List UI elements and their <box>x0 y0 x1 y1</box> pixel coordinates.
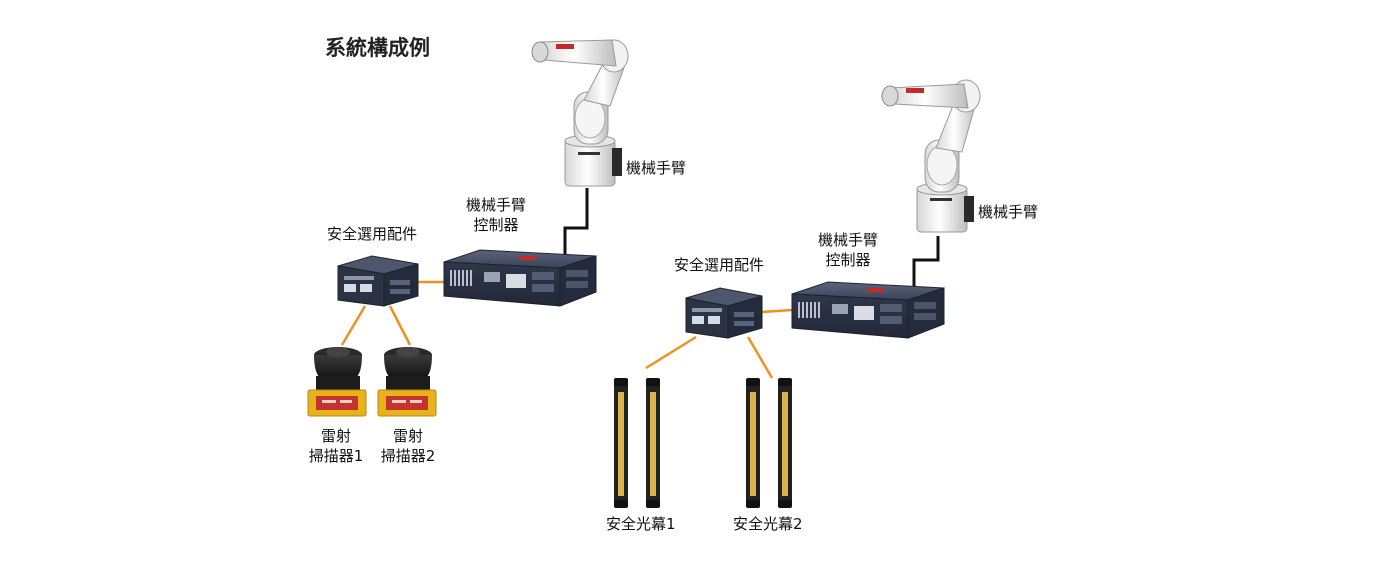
label-controller-1-line1: 機械手臂 <box>466 196 527 214</box>
connections <box>340 188 940 379</box>
cable-robot1-controller1 <box>563 188 589 258</box>
label-light-curtain-2: 安全光幕2 <box>733 515 803 533</box>
label-robot-arm-2: 機械手臂 <box>978 203 1039 221</box>
label-laser-scanner-2-line1: 雷射 <box>392 427 423 445</box>
label-controller-2-line1: 機械手臂 <box>818 231 879 249</box>
link-option1-scanner2 <box>388 305 412 346</box>
safety-option-2 <box>685 287 763 339</box>
robot-arm-1 <box>531 39 629 187</box>
label-laser-scanner-1: 雷射 掃描器1 <box>304 426 368 466</box>
light-curtain-2 <box>746 378 792 508</box>
label-laser-scanner-1-line2: 掃描器1 <box>308 447 364 465</box>
safety-option-1 <box>337 255 419 307</box>
link-option1-scanner1 <box>340 305 367 346</box>
cable-robot2-controller2 <box>912 236 940 288</box>
link-option2-curtain1 <box>645 335 697 370</box>
label-robot-arm-1: 機械手臂 <box>626 159 687 177</box>
laser-scanner-2 <box>377 347 437 417</box>
light-curtain-1 <box>614 378 660 508</box>
laser-scanner-1 <box>307 347 367 417</box>
controller-2 <box>791 281 945 339</box>
label-safety-option-2: 安全選用配件 <box>674 256 765 274</box>
diagram-title: 系統構成例 <box>325 36 430 60</box>
label-light-curtain-1: 安全光幕1 <box>606 515 676 533</box>
link-option2-controller2 <box>761 308 793 314</box>
label-safety-option-1: 安全選用配件 <box>327 225 418 243</box>
link-option2-curtain2 <box>746 336 774 379</box>
label-controller-2: 機械手臂 控制器 <box>818 230 878 270</box>
label-laser-scanner-2: 雷射 掃描器2 <box>376 426 440 466</box>
robot-arm-2 <box>881 79 981 233</box>
label-controller-2-line2: 控制器 <box>825 251 871 269</box>
controller-1 <box>443 249 597 307</box>
label-laser-scanner-1-line1: 雷射 <box>320 427 351 445</box>
label-controller-1-line2: 控制器 <box>473 216 519 234</box>
label-controller-1: 機械手臂 控制器 <box>466 195 526 235</box>
label-laser-scanner-2-line2: 掃描器2 <box>380 447 436 465</box>
